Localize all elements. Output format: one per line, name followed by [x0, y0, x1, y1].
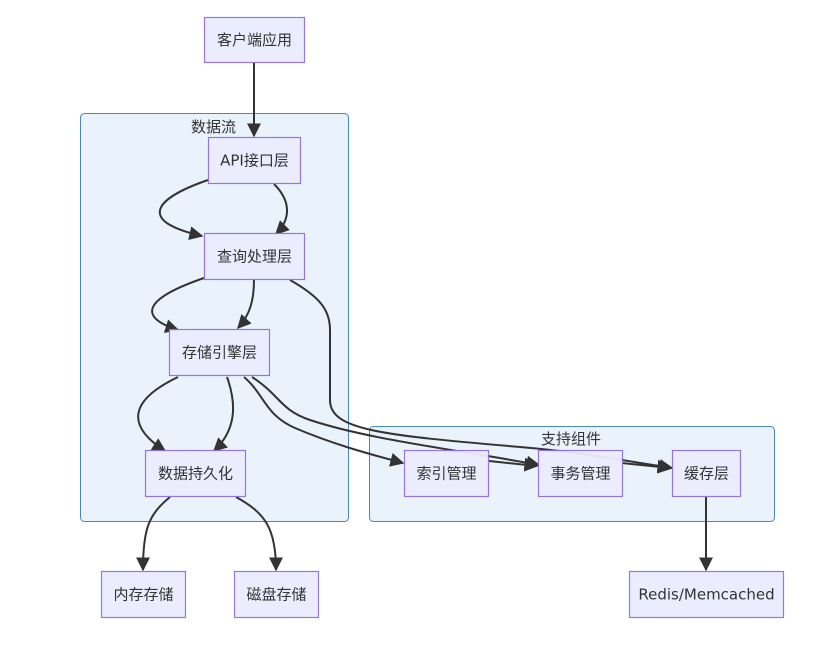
node-query[interactable]: 查询处理层 [203, 232, 306, 281]
node-client[interactable]: 客户端应用 [203, 16, 306, 64]
node-persist-box[interactable] [144, 449, 247, 498]
node-redis[interactable]: Redis/Memcached [628, 570, 785, 619]
node-cache-box[interactable] [671, 449, 742, 498]
edge-persist-memory [136, 496, 171, 572]
edges [136, 63, 713, 572]
edge-storage-persist-2 [212, 376, 235, 452]
node-cache[interactable]: 缓存层 [671, 449, 742, 498]
node-persist-label: 数据持久化 [158, 465, 233, 483]
node-query-box[interactable] [203, 232, 306, 281]
edge-txn-cache [621, 459, 672, 474]
node-disk-label: 磁盘存储 [246, 586, 306, 604]
node-query-label: 查询处理层 [217, 248, 292, 266]
node-api-box[interactable] [207, 136, 302, 185]
node-redis-box[interactable] [628, 570, 785, 619]
edge-query-storage-1 [151, 277, 205, 333]
node-memory[interactable]: 内存存储 [100, 570, 187, 619]
node-redis-label: Redis/Memcached [638, 586, 774, 604]
node-txn-label: 事务管理 [550, 465, 610, 483]
cluster-dataflow-label: 数据流 [191, 118, 236, 136]
node-index-label: 索引管理 [416, 465, 476, 483]
edge-storage-persist-1 [137, 376, 179, 452]
node-cache-label: 缓存层 [684, 465, 729, 483]
node-persist[interactable]: 数据持久化 [144, 449, 247, 498]
node-disk[interactable]: 磁盘存储 [233, 570, 320, 619]
node-index[interactable]: 索引管理 [403, 449, 490, 498]
node-txn[interactable]: 事务管理 [537, 449, 624, 498]
node-txn-box[interactable] [537, 449, 624, 498]
node-disk-box[interactable] [233, 570, 320, 619]
node-storage[interactable]: 存储引擎层 [168, 328, 271, 377]
edge-query-storage-2 [237, 279, 255, 330]
cluster-support-label: 支持组件 [541, 430, 601, 448]
edge-storage-index [243, 376, 405, 467]
node-memory-box[interactable] [100, 570, 187, 619]
node-storage-label: 存储引擎层 [182, 344, 257, 362]
node-storage-box[interactable] [168, 328, 271, 377]
node-client-box[interactable] [203, 16, 306, 64]
node-client-label: 客户端应用 [217, 31, 292, 49]
edge-api-query-2 [273, 183, 290, 235]
node-index-box[interactable] [403, 449, 490, 498]
edge-api-query-1 [158, 179, 209, 241]
edge-index-txn [488, 457, 539, 472]
edge-persist-disk [235, 496, 283, 572]
node-api-label: API接口层 [220, 152, 289, 170]
node-memory-label: 内存存储 [113, 586, 173, 604]
node-api[interactable]: API接口层 [207, 136, 302, 185]
